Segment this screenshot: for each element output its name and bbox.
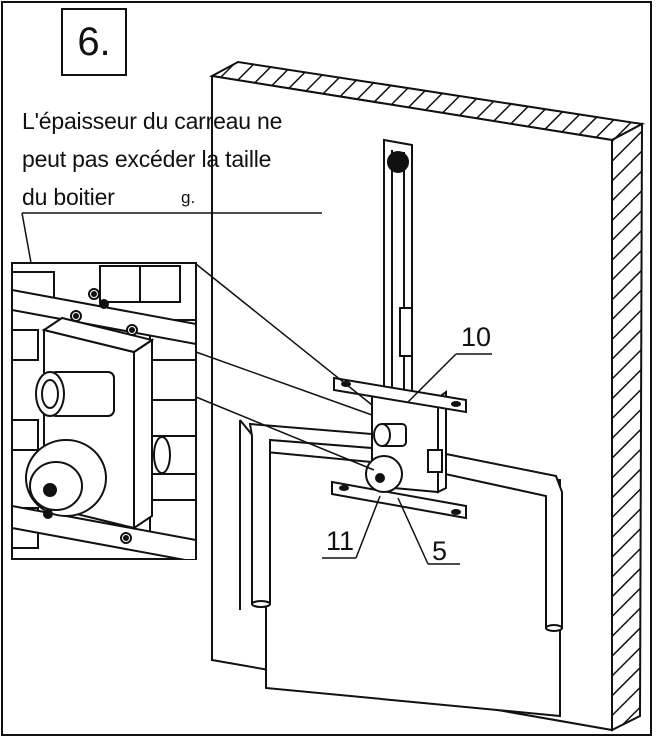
callout-11: 11 <box>326 526 355 556</box>
lower-panel <box>239 419 561 718</box>
note-line-1: L'épaisseur du carreau ne <box>22 108 283 134</box>
leader-lines <box>21 212 492 565</box>
step-number: 6. <box>61 8 127 76</box>
mixer-box-main <box>331 376 467 520</box>
note-line-2: peut pas excéder la taille <box>22 146 272 172</box>
inset-detail <box>11 262 197 560</box>
callout-5: 5 <box>432 536 448 566</box>
stray-mark: g. <box>181 188 196 207</box>
callout-10: 10 <box>461 322 492 352</box>
upper-bracket <box>333 376 467 414</box>
note-line-3: du boitier <box>22 184 115 210</box>
top-anchor <box>387 151 409 173</box>
pipes <box>248 422 563 632</box>
